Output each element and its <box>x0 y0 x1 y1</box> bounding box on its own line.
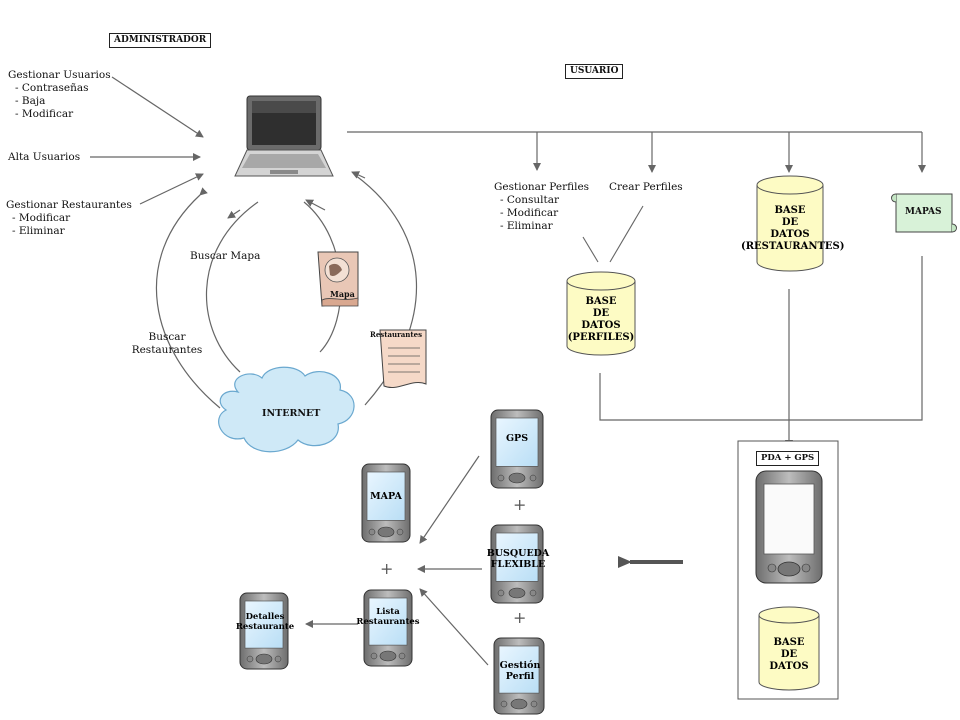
db-restaurantes-label: BASE DE DATOS (RESTAURANTES) <box>741 205 845 253</box>
mapa-document-icon <box>317 251 359 307</box>
pda-gps-device-icon <box>490 409 544 489</box>
gestionar-usuarios-title: Gestionar Usuarios <box>8 69 111 81</box>
gestionar-restaurantes-title: Gestionar Restaurantes <box>6 199 132 211</box>
db-pda-line2: DE <box>780 649 798 660</box>
flexible-line: FLEXIBLE <box>490 559 546 571</box>
perfil-line: Perfil <box>505 671 535 683</box>
db-r-line3: DATOS <box>770 229 810 240</box>
buscar-line: Buscar <box>148 331 186 343</box>
gr-item-eliminar: - Eliminar <box>12 225 65 238</box>
pda-gestion-label: Gestión Perfil <box>492 660 548 683</box>
db-perfiles-cylinder <box>566 271 636 356</box>
gp-item-eliminar: - Eliminar <box>500 220 553 233</box>
internet-cloud-icon <box>218 366 355 453</box>
sync-lines <box>599 256 923 448</box>
mapas-label: MAPAS <box>905 207 942 217</box>
plus-sign-3: + <box>380 559 394 578</box>
db-p-line4: (PERFILES) <box>567 332 635 343</box>
gr-item-modificar: - Modificar <box>12 212 71 225</box>
arrow-gestionar-restaurantes <box>139 173 204 205</box>
db-r-line2: DE <box>781 217 799 228</box>
buscar-restaurantes-label: Buscar Restaurantes <box>130 331 204 357</box>
db-pda-line1: BASE <box>773 637 805 648</box>
restaurantes-line: Restaurantes <box>131 344 203 357</box>
internet-label: INTERNET <box>262 408 321 419</box>
pda-mapa-device-icon <box>361 463 411 543</box>
pda-lista-label: Lista Restaurantes <box>355 607 421 627</box>
line-gestionar-to-db <box>582 236 599 263</box>
mapas-scroll-icon <box>891 193 957 233</box>
gp-item-consultar: - Consultar <box>500 194 560 207</box>
pda-gps-label: GPS <box>505 433 529 444</box>
detalles-restaurante-line: Restaurante <box>235 622 295 633</box>
pda-lista-device-icon <box>363 589 413 667</box>
db-p-line1: BASE <box>585 296 617 307</box>
mapa-doc-label: Mapa <box>330 289 355 299</box>
plus-sign-2: + <box>513 608 527 627</box>
gestionar-restaurantes-label: Gestionar Restaurantes - Modificar - Eli… <box>6 199 132 238</box>
db-pda-line3: DATOS <box>769 661 809 672</box>
db-restaurantes-cylinder <box>756 175 824 272</box>
gu-item-modificar: - Modificar <box>15 108 74 121</box>
user-branch-lines <box>347 131 926 173</box>
pda-busqueda-label: BUSQUEDA FLEXIBLE <box>485 548 551 571</box>
pda-detalles-label: Detalles Restaurante <box>233 612 297 632</box>
db-r-line4: (RESTAURANTES) <box>741 241 845 252</box>
pda-gps-title: PDA + GPS <box>756 451 820 466</box>
alta-usuarios-label: Alta Usuarios <box>8 151 81 163</box>
gestion-line: Gestión <box>499 660 541 671</box>
pda-mapa-label: MAPA <box>370 491 402 502</box>
plus-sign-1: + <box>513 495 527 514</box>
db-p-line3: DATOS <box>581 320 621 331</box>
db-p-line2: DE <box>592 308 610 319</box>
gu-item-contrasenas: - Contraseñas <box>15 82 89 95</box>
detalles-line: Detalles <box>245 612 285 622</box>
gp-item-modificar: - Modificar <box>500 207 559 220</box>
user-role-label: USUARIO <box>565 64 624 80</box>
buscar-mapa-label: Buscar Mapa <box>190 250 261 262</box>
db-pda-cylinder <box>758 606 820 691</box>
gestionar-perfiles-title: Gestionar Perfiles <box>494 181 590 193</box>
gestionar-usuarios-label: Gestionar Usuarios - Contraseñas - Baja … <box>8 69 111 122</box>
pda-large-icon <box>755 470 823 584</box>
restaurantes-document-icon <box>379 329 427 388</box>
pda-flow-arrows <box>305 455 489 666</box>
line-crear-to-db <box>609 205 644 263</box>
db-perfiles-label: BASE DE DATOS (PERFILES) <box>556 296 646 344</box>
restaurantes-doc-label: Restaurantes <box>370 330 423 339</box>
pda-gestion-device-icon <box>493 637 545 715</box>
lista-line: Lista <box>376 607 400 617</box>
db-pda-label: BASE DE DATOS <box>759 637 819 673</box>
pda-detalles-device-icon <box>239 592 289 670</box>
db-r-line1: BASE <box>774 205 806 216</box>
busqueda-line: BUSQUEDA <box>486 548 550 559</box>
arrow-gestionar-usuarios <box>111 76 204 138</box>
gestionar-perfiles-label: Gestionar Perfiles - Consultar - Modific… <box>494 181 589 234</box>
admin-role-label: ADMINISTRADOR <box>109 33 212 49</box>
crear-perfiles-label: Crear Perfiles <box>609 181 683 193</box>
lista-restaurantes-line: Restaurantes <box>356 617 420 628</box>
pda-busqueda-device-icon <box>490 524 544 604</box>
gu-item-baja: - Baja <box>15 95 46 108</box>
laptop-icon <box>234 95 334 177</box>
